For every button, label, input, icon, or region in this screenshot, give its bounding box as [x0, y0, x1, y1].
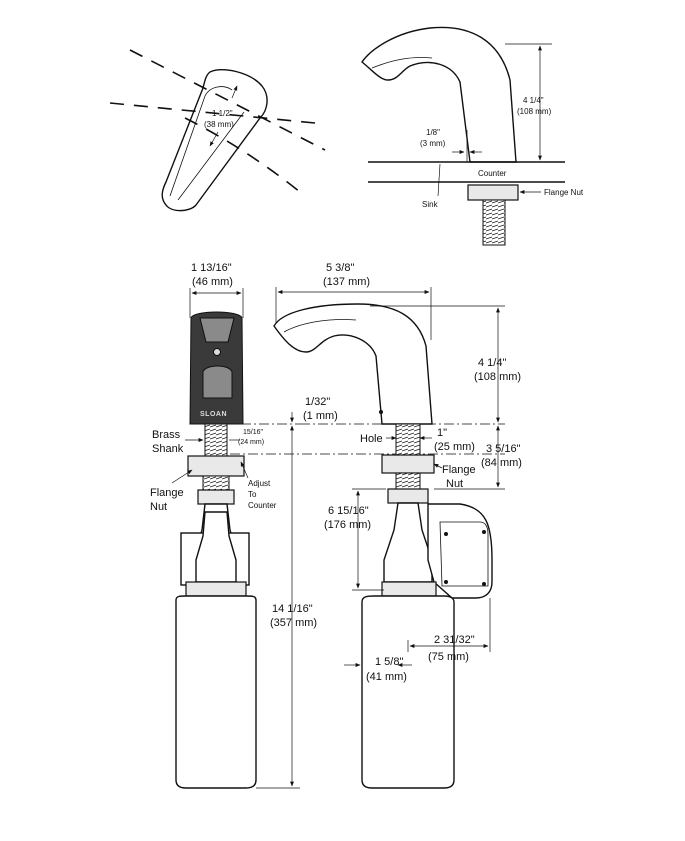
flange-label: Flange [150, 487, 184, 499]
spray-dim-arrow-b [209, 131, 219, 147]
reach-dim-mm-label: (137 mm) [323, 276, 370, 288]
spray-dim-label: 1 1/2" [212, 109, 233, 118]
side-view: 5 3/8" (137 mm) 4 1/4" (108 mm) 1/32" (1… [230, 262, 522, 789]
front-coupling-nut [197, 489, 235, 505]
front-flange-nut [187, 455, 245, 477]
adjust-leader [240, 461, 249, 479]
spray-detail: 1 1/2" (38 mm) [109, 49, 326, 212]
side-sensor-dot [379, 410, 383, 414]
bracket-screw-2 [482, 582, 486, 586]
side-shank-dim-label: 3 5/16" [486, 443, 521, 455]
bracket-screw-1 [482, 530, 486, 534]
base-dim-label: 1/32" [305, 396, 330, 408]
side-flange-label: Flange [442, 464, 476, 476]
front-bottle [175, 595, 257, 789]
bracket-dim-label: 2 31/32" [434, 634, 475, 646]
nut-label: Nut [150, 501, 167, 513]
front-width-dim-label: 1 13/16" [191, 262, 232, 274]
side-height-dim-label: 4 1/4" [478, 357, 506, 369]
pump-dim-label: 6 15/16" [328, 505, 369, 517]
spout-top-view [161, 68, 268, 212]
spout-side [273, 303, 433, 425]
spout-side-edge [283, 319, 357, 333]
brass-label: Brass [152, 429, 181, 441]
small-height-dim-mm-label: (108 mm) [517, 107, 552, 116]
spray-dim-mm-label: (38 mm) [204, 120, 234, 129]
side-bracket [427, 503, 493, 599]
bottle-dim-label: 1 5/8" [375, 656, 403, 668]
front-width-dim-mm-label: (46 mm) [192, 276, 233, 288]
side-height-dim-mm-label: (108 mm) [474, 371, 521, 383]
hole-dim-mm-label: (25 mm) [434, 441, 475, 453]
spray-dash-line-1 [129, 49, 326, 151]
side-shank [395, 423, 421, 459]
side-bracket-plate [439, 521, 489, 587]
adjust-label: Adjust [248, 479, 271, 488]
sink-leader [437, 163, 441, 197]
adjust-counter-label: Counter [248, 501, 277, 510]
hole-label: Hole [360, 433, 383, 445]
side-pump-body [383, 502, 433, 583]
front-pump-inner [195, 511, 237, 583]
pump-dim-mm-label: (176 mm) [324, 519, 371, 531]
side-shank-dim-mm-label: (84 mm) [481, 457, 522, 469]
spout-front-window [202, 365, 233, 399]
gap-dim-mm-label: (3 mm) [420, 139, 446, 148]
small-threaded-shank [482, 199, 506, 246]
small-flange-label: Flange Nut [544, 188, 584, 197]
spout-front-nozzle [199, 317, 235, 343]
side-nut-label: Nut [446, 478, 463, 490]
side-bottle-cap [381, 581, 437, 597]
side-lower-thread [395, 472, 421, 490]
spray-dim-arrow-a [231, 85, 238, 99]
bottle-dim-mm-label: (41 mm) [366, 671, 407, 683]
front-lower-thread [202, 475, 230, 491]
spout-side-small-edge [371, 57, 433, 69]
bracket-screw-3 [444, 532, 448, 536]
sink-label: Sink [422, 200, 439, 209]
front-view: 1 13/16" (46 mm) SLOAN Brass Shank 15/16… [150, 262, 317, 789]
side-coupling-nut [387, 488, 429, 504]
counter-label: Counter [478, 169, 507, 178]
bracket-dim-mm-label: (75 mm) [428, 651, 469, 663]
shank-dim-label: 15/16" [243, 429, 264, 436]
bracket-screw-4 [444, 580, 448, 584]
spout-top-face [169, 86, 233, 197]
base-dim-mm-label: (1 mm) [303, 410, 338, 422]
spout-side-small [361, 26, 517, 163]
hole-dim-label: 1" [437, 427, 447, 439]
overall-dim-label: 14 1/16" [272, 603, 313, 615]
spout-top-ridge [177, 111, 245, 201]
side-flange-nut [381, 454, 435, 474]
to-label: To [248, 490, 257, 499]
front-flange-leader [171, 469, 193, 484]
counter-detail: 4 1/4" (108 mm) 1/8" (3 mm) Counter Sink… [361, 26, 584, 246]
side-flange-leader [433, 463, 443, 469]
overall-dim-mm-label: (357 mm) [270, 617, 317, 629]
small-flange-nut [467, 184, 519, 201]
shank-dim-mm-label: (24 mm) [238, 439, 264, 446]
sensor-eye [213, 348, 221, 356]
front-shank [204, 423, 228, 461]
reach-dim-label: 5 3/8" [326, 262, 354, 274]
side-bottle [361, 595, 455, 789]
front-bottle-cap [185, 581, 247, 597]
gap-dim-label: 1/8" [426, 128, 440, 137]
spray-dash-curve [184, 117, 301, 193]
brand-label: SLOAN [200, 411, 227, 418]
shank-label: Shank [152, 443, 184, 455]
spray-dash-line-2 [109, 102, 316, 124]
small-height-dim-label: 4 1/4" [523, 96, 544, 105]
